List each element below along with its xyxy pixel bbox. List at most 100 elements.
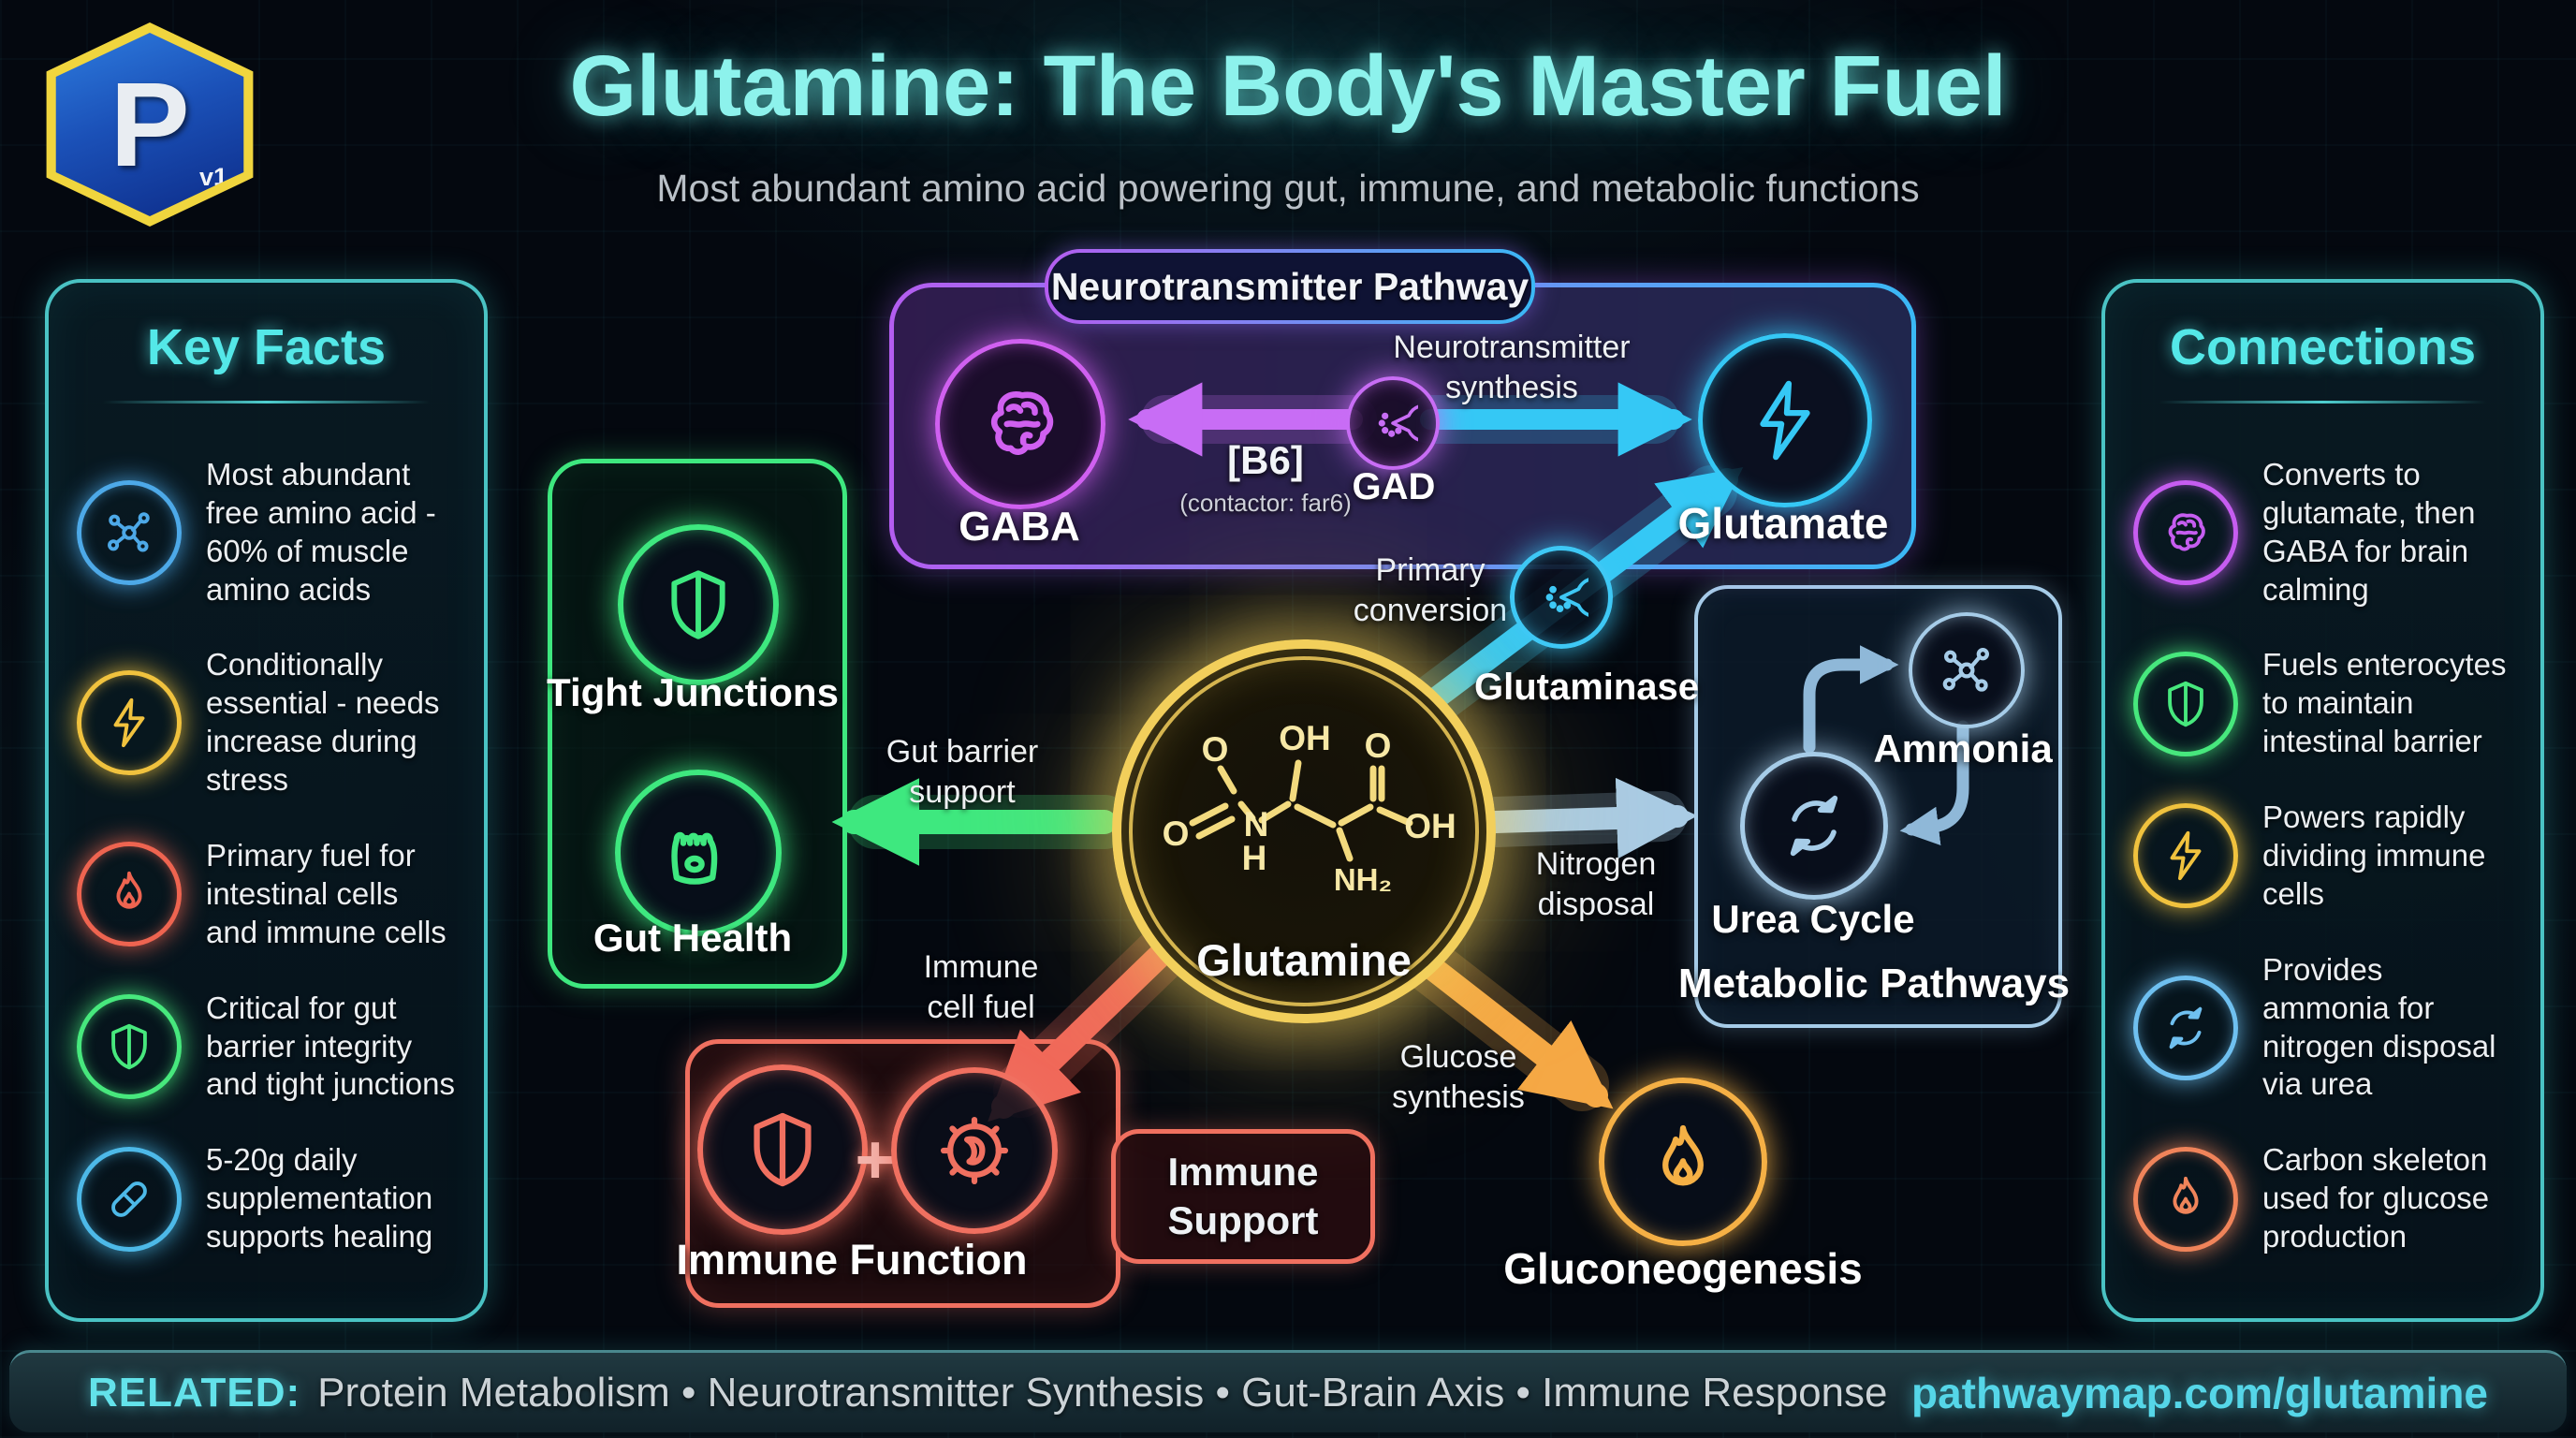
related-topics: RELATED: Protein Metabolism • Neurotransm… [88,1370,1887,1416]
gut-health-label: Gut Health [593,916,793,960]
divider [103,401,430,404]
gaba-node [935,339,1105,509]
brand-logo-badge: P v1 [55,33,244,216]
key-facts-title: Key Facts [146,319,387,375]
b6-cofactor-label: [B6] [1227,438,1304,482]
cycle-icon [1775,786,1853,865]
list-item: Primary fuel for intestinal cells and im… [77,837,456,952]
brand-letter: P [110,57,190,192]
list-item: Critical for gut barrier integrity and t… [77,990,456,1105]
brain-icon [2133,479,2238,585]
b6-cofactor-note: (contactor: far6) [1179,489,1352,517]
related-topics-text: Protein Metabolism • Neurotransmitter Sy… [317,1369,1888,1416]
connection-text: Provides ammonia for nitrogen disposal v… [2262,951,2496,1102]
list-item: Carbon skeleton used for glucose product… [2133,1141,2512,1256]
lightning-icon [1741,376,1829,464]
immune-fuel-label: Immune cell fuel [923,949,1039,1025]
immune-function-label: Immune Function [676,1236,1028,1284]
key-fact-text: Primary fuel for intestinal cells and im… [206,838,446,949]
neurotransmitter-title: Neurotransmitter Pathway [1048,253,1531,320]
gut-icon [653,808,743,898]
glutamate-node [1698,333,1872,507]
glutamine-ring [1129,656,1479,1006]
urea-cycle-node [1740,752,1888,900]
atom-o: O [1163,814,1190,853]
shield-icon [739,1106,827,1194]
brand-version: v1 [198,163,227,191]
connections-panel: Connections Converts to glutamate, then … [2101,279,2544,1322]
brain-icon [974,378,1066,470]
key-fact-text: Conditionally essential - needs increase… [206,647,440,798]
glutamine-node: O O OH O OH N H NH₂ Glutamine [1112,639,1496,1023]
molecule-icon [77,479,182,585]
glutaminase-label: Glutaminase [1473,667,1700,708]
connection-text: Powers rapidly dividing immune cells [2262,800,2486,911]
cycle-icon [2133,975,2238,1080]
primary-conversion-label: Primary conversion [1353,552,1508,628]
gut-health-node [615,770,782,936]
connection-text: Fuels enterocytes to maintain intestinal… [2262,647,2507,759]
ammonia-label: Ammonia [1873,726,2053,770]
list-item: Conditionally essential - needs increase… [77,646,456,800]
metabolic-pathways-label: Metabolic Pathways [1677,961,2071,1006]
pill-icon [77,1146,182,1252]
key-fact-text: Most abundant free amino acid - 60% of m… [206,456,436,607]
neurotransmitter-title-pill: Neurotransmitter Pathway [1045,249,1535,324]
shield-icon [2133,651,2238,756]
gad-label: GAD [1352,466,1436,507]
list-item: Converts to glutamate, then GABA for bra… [2133,456,2512,609]
site-url-link[interactable]: pathwaymap.com/glutamine [1910,1368,2488,1417]
list-item: Powers rapidly dividing immune cells [2133,799,2512,914]
divider [2159,401,2486,404]
connections-title: Connections [2169,319,2476,375]
molecule-icon [1937,640,1997,700]
atom-oh: OH [1404,807,1456,845]
key-facts-panel: Key Facts Most abundant free amino acid … [45,279,488,1322]
flame-icon [1639,1118,1727,1206]
list-item: Most abundant free amino acid - 60% of m… [77,456,456,609]
gut-barrier-label: Gut barrier support [886,734,1039,810]
shield-icon [77,994,182,1100]
immune-support-label: Immune Support [1167,1149,1319,1243]
gluconeogenesis-node [1599,1078,1767,1246]
nitrogen-disposal-arrow [1485,777,1698,859]
list-item: 5-20g daily supplementation supports hea… [77,1141,456,1256]
ammonia-node [1909,612,2025,728]
glucose-synthesis-label: Glucose synthesis [1392,1039,1525,1115]
flame-icon [2133,1146,2238,1252]
synthesis-label: Neurotransmitter synthesis [1393,330,1631,405]
tight-junctions-label: Tight Junctions [547,670,839,714]
lightning-icon [77,670,182,776]
tight-junctions-node [618,524,779,685]
flame-icon [77,842,182,947]
immune-shield-node [697,1064,868,1235]
shield-icon [657,564,739,646]
immune-support-tag: Immune Support [1111,1129,1375,1264]
connections-list: Converts to glutamate, then GABA for bra… [2105,413,2540,1318]
connection-text: Converts to glutamate, then GABA for bra… [2262,456,2476,607]
nitrogen-disposal-label: Nitrogen disposal [1535,846,1657,922]
glutamine-label: Glutamine [1196,935,1412,985]
urea-cycle-label: Urea Cycle [1711,897,1915,941]
gluconeogenesis-label: Gluconeogenesis [1503,1244,1863,1293]
list-item: Fuels enterocytes to maintain intestinal… [2133,646,2512,761]
gaba-label: GABA [959,504,1080,550]
list-item: Provides ammonia for nitrogen disposal v… [2133,951,2512,1105]
footer-bar: RELATED: Protein Metabolism • Neurotransm… [9,1350,2567,1432]
related-label: RELATED: [88,1369,301,1416]
key-facts-list: Most abundant free amino acid - 60% of m… [49,413,484,1318]
atom-nh2: NH₂ [1334,862,1392,897]
atom-o: O [1202,730,1229,769]
enzyme-icon [1534,570,1588,624]
page-title: Glutamine: The Body's Master Fuel [569,38,2007,134]
atom-n: N [1244,805,1269,844]
key-fact-text: Critical for gut barrier integrity and t… [206,990,456,1102]
gad-node [1346,376,1440,470]
glutaminase-node [1510,546,1613,649]
immune-cell-node [891,1067,1058,1234]
glutamine-structure: O O OH O OH N H NH₂ [1163,719,1456,897]
atom-h: H [1242,839,1267,877]
atom-oh: OH [1279,719,1331,757]
key-fact-text: 5-20g daily supplementation supports hea… [206,1142,433,1255]
